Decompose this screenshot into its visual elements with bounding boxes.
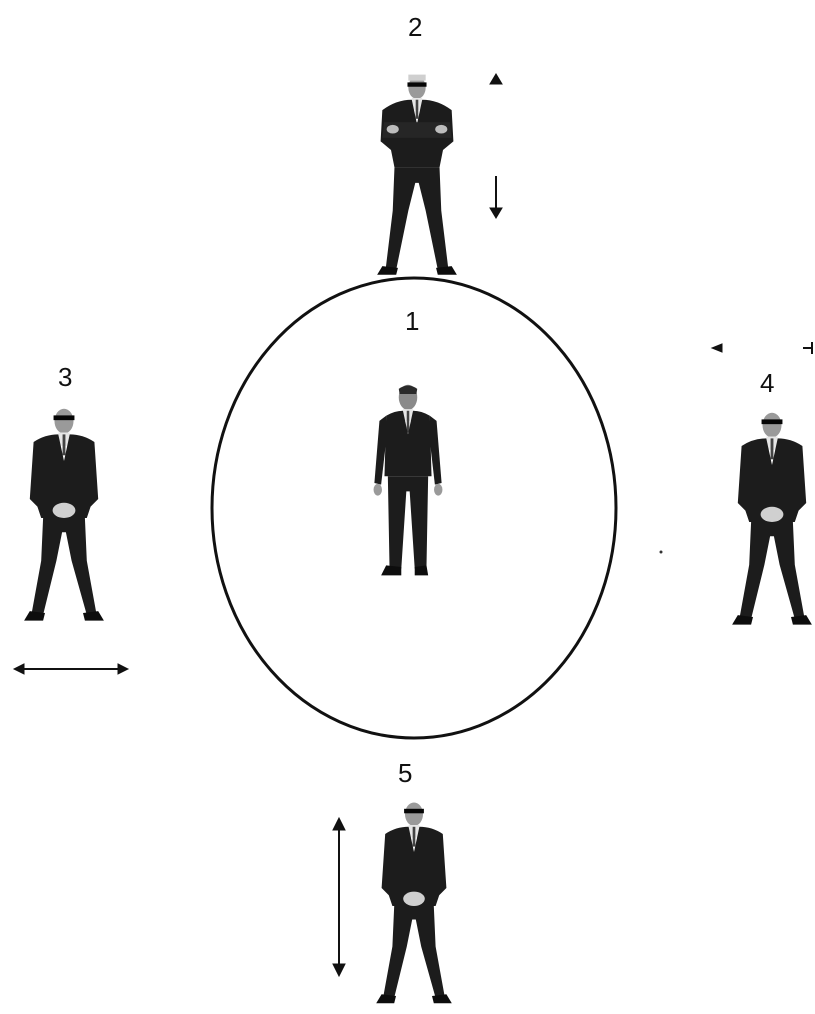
guard-figure-4 [732,413,812,625]
guard-figure-2 [377,75,457,275]
position-label-2: 2 [408,12,422,42]
principal-figure [374,385,443,576]
position-label-3: 3 [58,362,72,392]
position-label-1: 1 [405,306,419,336]
guard-figure-5 [376,803,452,1004]
stray-dot [660,551,663,554]
horizontal-arrow-3 [14,664,128,674]
position-label-4: 4 [760,368,774,398]
vertical-arrow-2 [490,74,502,218]
vertical-arrow-5 [333,818,345,976]
position-label-5: 5 [398,758,412,788]
horizontal-arrow-4 [712,342,813,354]
guard-figure-3 [24,409,104,621]
